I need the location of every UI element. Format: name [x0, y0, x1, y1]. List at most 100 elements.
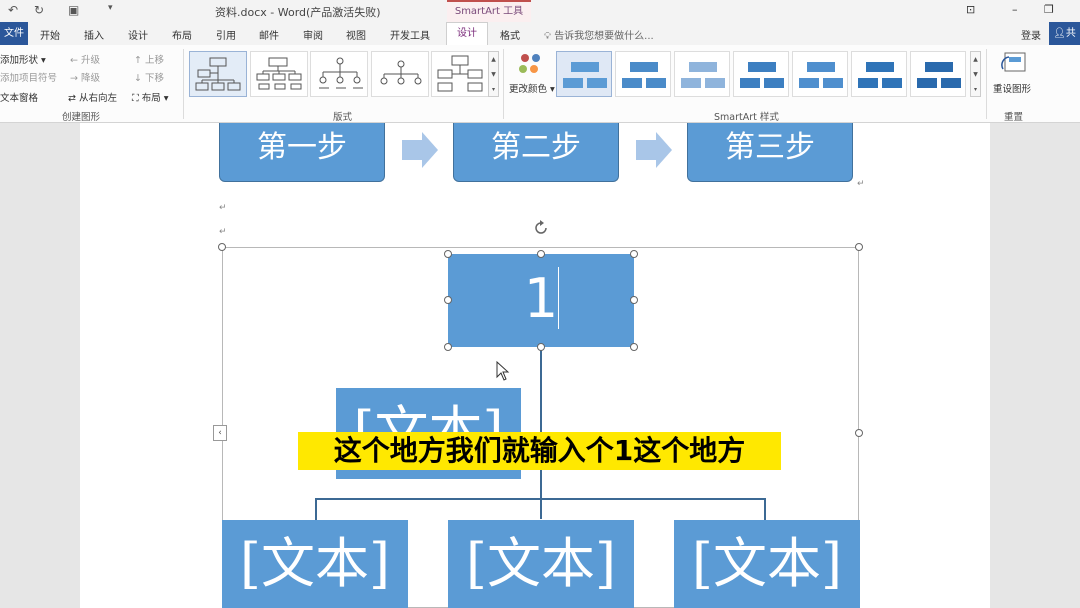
smartart-child-node-2[interactable]: [文本]: [448, 520, 634, 608]
style-option-4[interactable]: [733, 51, 789, 97]
group-label-styles: SmartArt 样式: [714, 112, 779, 123]
document-canvas[interactable]: 第一步 第二步 第三步 ↵ ↵ ↵ ‹ 1 [文本] [文本] [文本] [文本…: [0, 123, 1080, 608]
style-option-1[interactable]: [556, 51, 612, 97]
tab-home[interactable]: 开始: [40, 31, 60, 42]
save-icon[interactable]: ▣: [68, 3, 80, 17]
layout-option-2[interactable]: [250, 51, 308, 97]
step-box-1[interactable]: 第一步: [219, 123, 385, 182]
customize-qat-icon[interactable]: ▾: [108, 3, 113, 13]
node-handle[interactable]: [630, 250, 638, 258]
org-chart-icon: [437, 55, 483, 92]
redo-icon[interactable]: ↻: [34, 3, 45, 17]
step-box-3[interactable]: 第三步: [687, 123, 853, 182]
node-handle[interactable]: [444, 250, 452, 258]
step-box-2[interactable]: 第二步: [453, 123, 619, 182]
rotate-handle-icon[interactable]: [531, 218, 551, 238]
reset-graphic-button[interactable]: 重设图形: [993, 49, 1037, 107]
move-up-button[interactable]: ↑ 上移: [134, 55, 164, 66]
tab-developer[interactable]: 开发工具: [390, 31, 430, 42]
login-link[interactable]: 登录: [1021, 31, 1041, 42]
node-handle[interactable]: [444, 296, 452, 304]
undo-icon[interactable]: ↶: [8, 3, 19, 17]
ribbon-display-icon[interactable]: ⊡: [966, 3, 976, 16]
layout-button[interactable]: ⛶ 布局 ▾: [132, 93, 169, 104]
layout-option-5[interactable]: [431, 51, 489, 97]
style-preview-icon: [622, 62, 666, 88]
chevron-left-icon: ‹: [218, 428, 222, 438]
tell-me-search[interactable]: 💡︎ 告诉我您想要做什么...: [544, 27, 654, 42]
hierarchy-icon: [380, 60, 422, 85]
tab-file[interactable]: 文件: [0, 22, 28, 45]
text-pane-toggle[interactable]: ‹: [213, 425, 227, 441]
style-preview-icon: [563, 62, 607, 88]
reset-graphic-label: 重设图形: [993, 84, 1032, 95]
tab-layout[interactable]: 布局: [172, 31, 192, 42]
layout-option-1[interactable]: [189, 51, 247, 97]
group-label-reset: 重置: [1004, 112, 1024, 123]
change-colors-button[interactable]: 更改颜色 ▾: [509, 49, 555, 107]
right-to-left-button[interactable]: ⇄ 从右向左: [68, 93, 118, 104]
text-cursor: [558, 267, 559, 329]
org-chart-icon: [195, 57, 241, 91]
tab-mailings[interactable]: 邮件: [259, 31, 279, 42]
ribbon-tabs: 文件 开始 插入 设计 布局 引用 邮件 审阅 视图 开发工具 设计 格式 💡︎…: [0, 22, 1080, 62]
video-subtitle: 这个地方我们就输入个1这个地方: [298, 432, 781, 470]
tab-design[interactable]: 设计: [128, 31, 148, 42]
move-down-button[interactable]: ↓ 下移: [134, 73, 164, 84]
hierarchy-icon: [319, 57, 363, 89]
org-chart-icon: [256, 57, 302, 90]
smartart-child-node-3[interactable]: [文本]: [674, 520, 860, 608]
right-arrow-icon: [402, 132, 438, 168]
demote-button[interactable]: → 降级: [70, 73, 100, 84]
style-option-5[interactable]: [792, 51, 848, 97]
node-handle[interactable]: [630, 343, 638, 351]
tab-insert[interactable]: 插入: [84, 31, 104, 42]
tab-review[interactable]: 审阅: [303, 31, 323, 42]
style-preview-icon: [681, 62, 725, 88]
minimize-icon[interactable]: –: [1012, 3, 1018, 16]
add-bullet-button[interactable]: 添加项目符号: [0, 73, 58, 84]
connector-line: [315, 498, 766, 500]
rtl-icon: ⇄: [68, 93, 76, 104]
reset-icon: [1001, 52, 1026, 72]
restore-icon[interactable]: ❐: [1044, 3, 1054, 16]
styles-gallery-scroll[interactable]: ▲▼▾: [970, 51, 981, 97]
lightbulb-icon: 💡︎: [544, 31, 551, 42]
group-label-layouts: 版式: [333, 112, 353, 123]
window-title: 资料.docx - Word(产品激活失败): [215, 6, 381, 19]
ribbon: 添加形状 ▾ 添加项目符号 文本窗格 ← 升级 → 降级 ⇄ 从右向左 ↑ 上移…: [0, 45, 1080, 123]
layout-option-4[interactable]: [371, 51, 429, 97]
palette-icon: [519, 54, 540, 73]
smartart-top-node[interactable]: 1: [448, 254, 634, 347]
resize-handle[interactable]: [855, 243, 863, 251]
style-option-6[interactable]: [851, 51, 907, 97]
style-preview-icon: [858, 62, 902, 88]
paragraph-mark-icon: ↵: [857, 179, 865, 189]
style-option-7[interactable]: [910, 51, 966, 97]
smartart-child-node-1[interactable]: [文本]: [222, 520, 408, 608]
group-label-create: 创建图形: [62, 112, 101, 123]
tab-smartart-format[interactable]: 格式: [500, 31, 520, 42]
add-shape-button[interactable]: 添加形状 ▾: [0, 55, 46, 66]
layout-icon: ⛶: [132, 93, 139, 104]
share-button[interactable]: 👤︎共享: [1049, 22, 1080, 62]
node-handle[interactable]: [537, 343, 545, 351]
style-option-3[interactable]: [674, 51, 730, 97]
tab-references[interactable]: 引用: [216, 31, 236, 42]
connector-line: [315, 498, 317, 520]
style-option-2[interactable]: [615, 51, 671, 97]
layouts-gallery-scroll[interactable]: ▲▼▾: [488, 51, 499, 97]
resize-handle[interactable]: [855, 429, 863, 437]
connector-line: [764, 498, 766, 520]
mouse-pointer-icon: [496, 361, 510, 381]
node-handle[interactable]: [630, 296, 638, 304]
text-pane-button[interactable]: 文本窗格: [0, 93, 39, 104]
node-handle[interactable]: [537, 250, 545, 258]
node-handle[interactable]: [444, 343, 452, 351]
layout-option-3[interactable]: [310, 51, 368, 97]
resize-handle[interactable]: [218, 243, 226, 251]
tab-smartart-design[interactable]: 设计: [446, 22, 488, 45]
style-preview-icon: [740, 62, 784, 88]
promote-button[interactable]: ← 升级: [70, 55, 100, 66]
tab-view[interactable]: 视图: [346, 31, 366, 42]
